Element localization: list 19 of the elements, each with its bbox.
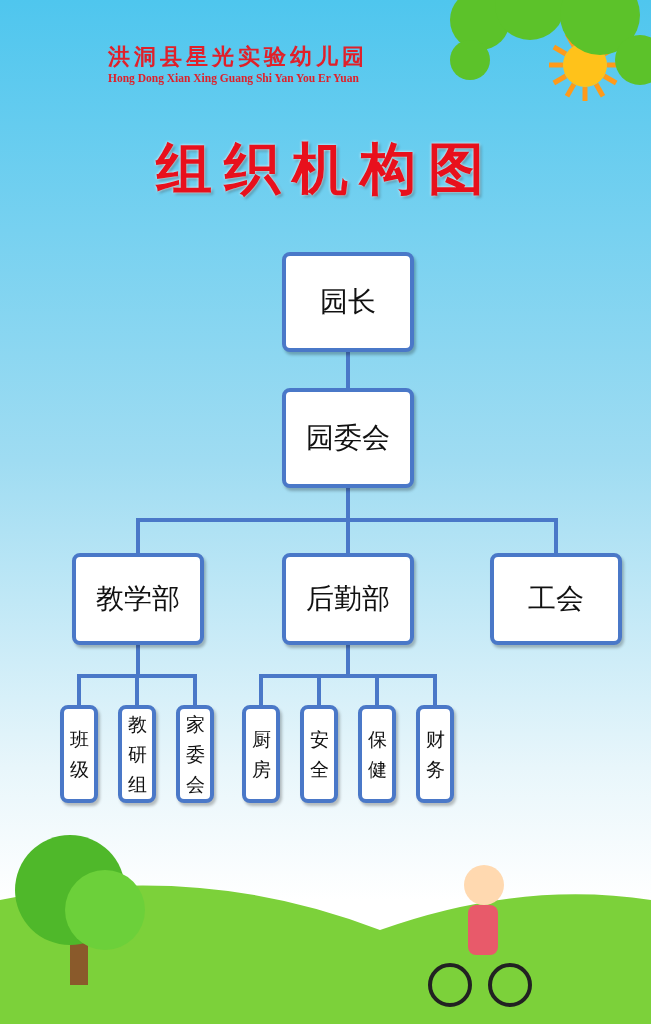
connector-line	[346, 352, 350, 388]
department-box: 园长	[282, 252, 414, 352]
section-box: 保健	[358, 705, 396, 803]
department-box: 教学部	[72, 553, 204, 645]
department-box: 园委会	[282, 388, 414, 488]
section-box: 财务	[416, 705, 454, 803]
section-box: 安全	[300, 705, 338, 803]
connector-line	[136, 645, 197, 705]
title: 组织机构图	[154, 135, 497, 203]
school-name-pinyin: Hong Dong Xian Xing Guang Shi Yan You Er Yuan	[108, 72, 359, 84]
section-box: 教研组	[118, 705, 156, 803]
connector-line	[346, 645, 437, 705]
section-box: 厨房	[242, 705, 280, 803]
school-name: 洪洞县星光实验幼儿园	[108, 42, 368, 71]
department-box: 工会	[490, 553, 622, 645]
section-box: 班级	[60, 705, 98, 803]
department-box: 后勤部	[282, 553, 414, 645]
connector-line	[346, 488, 558, 553]
section-box: 家委会	[176, 705, 214, 803]
